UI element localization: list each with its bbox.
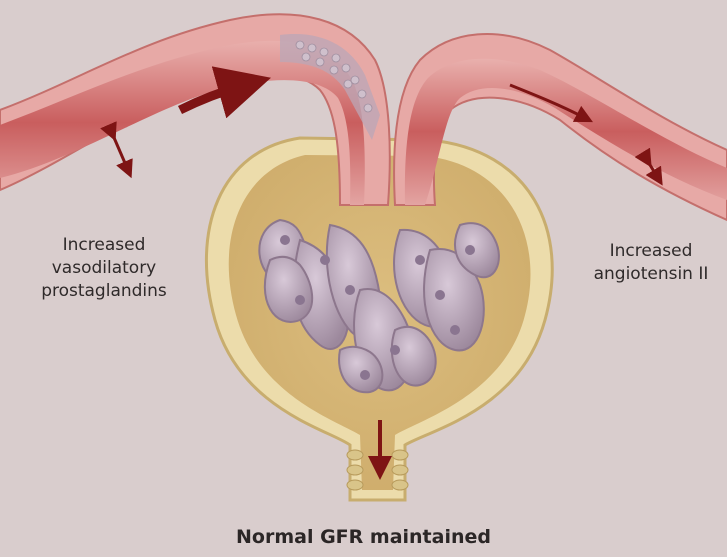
right-annotation-line-2: angiotensin II xyxy=(568,263,727,286)
left-annotation-line-2: vasodilatory xyxy=(6,257,202,280)
prostaglandins-annotation: Increased vasodilatory prostaglandins xyxy=(6,234,202,303)
right-annotation-line-1: Increased xyxy=(568,240,727,263)
left-annotation-line-1: Increased xyxy=(6,234,202,257)
left-annotation-line-3: prostaglandins xyxy=(6,280,202,303)
afferent-dilation-arrow xyxy=(112,133,128,170)
diagram-caption: Normal GFR maintained xyxy=(0,526,727,548)
angiotensin-annotation: Increased angiotensin II xyxy=(568,240,727,286)
